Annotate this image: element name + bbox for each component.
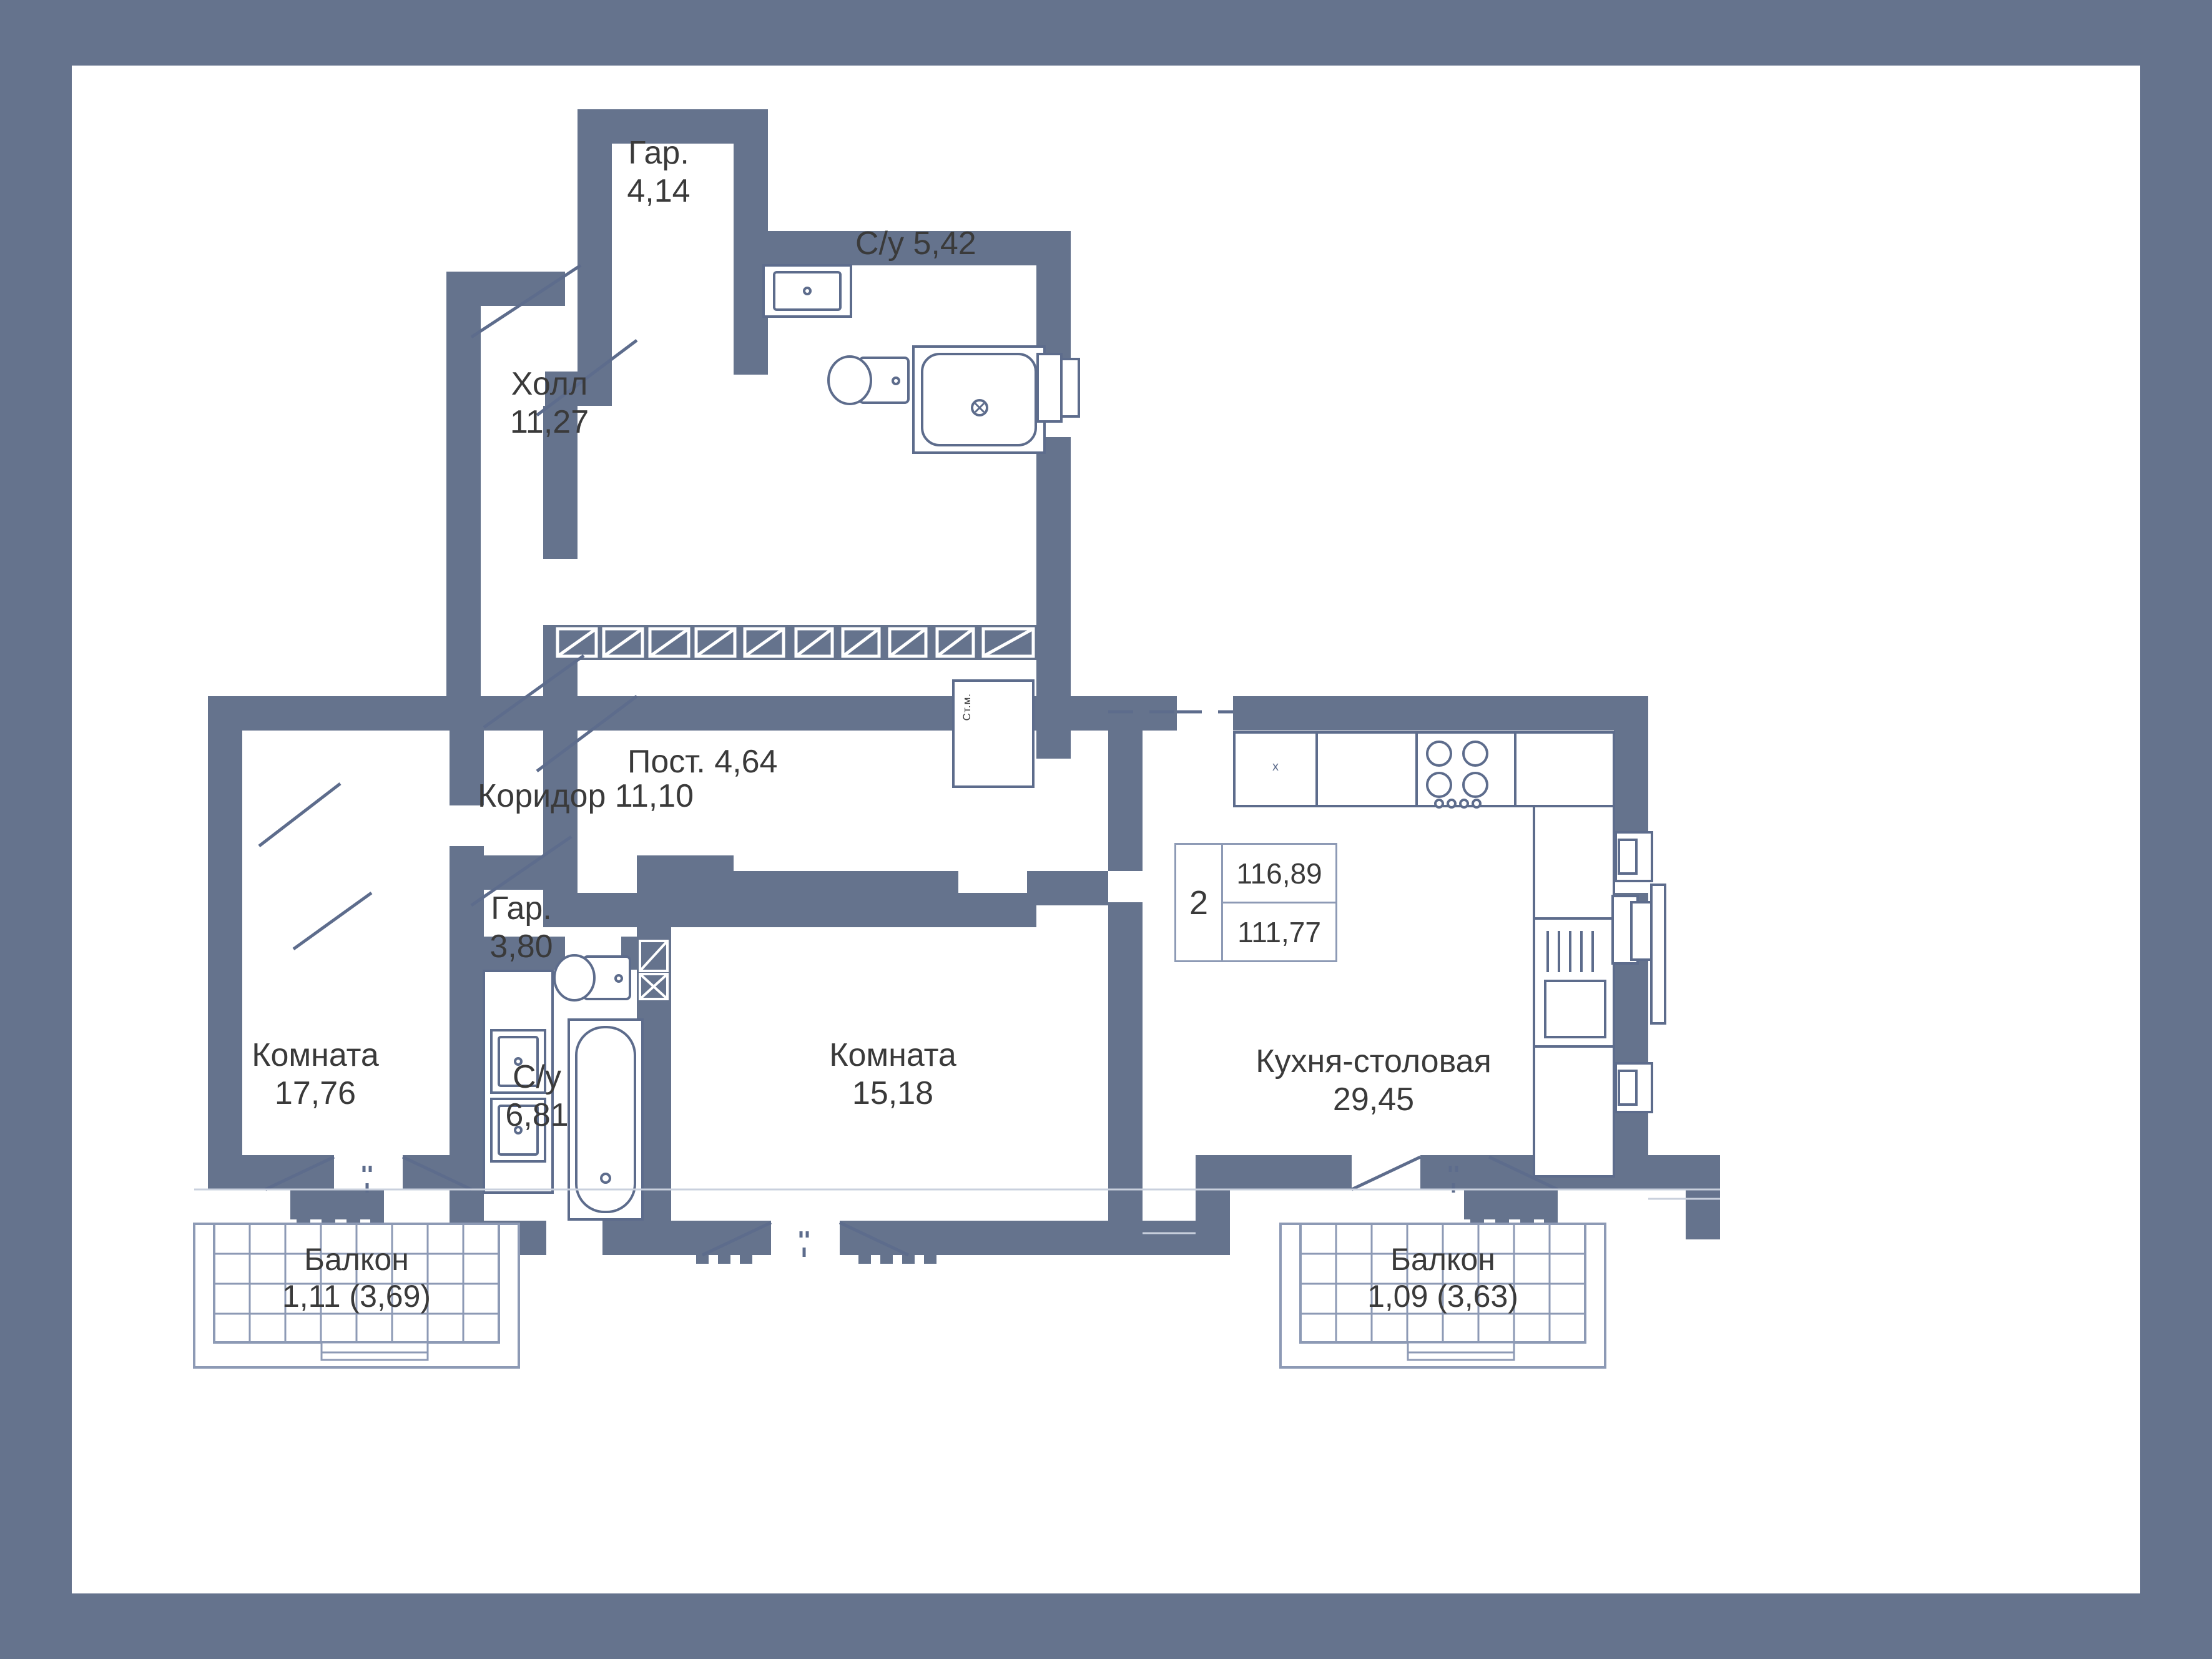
floor-plan-drawing: [72, 66, 2140, 1593]
room-label-garderob-mid: Гар. 3,80: [440, 890, 602, 967]
fridge-label: х: [1272, 760, 1279, 774]
door-swings: [258, 263, 1233, 951]
room-area: 1,09 (3,63): [1367, 1279, 1518, 1314]
bathroom-mid-fixtures: [483, 954, 644, 1221]
construction-lines: [194, 1188, 1720, 1234]
toilet-icon: [827, 355, 910, 405]
bathtub-icon: [912, 345, 1046, 454]
room-label-hall: Холл 11,27: [446, 365, 652, 442]
room-label-garderob-top: Гар. 4,14: [565, 134, 752, 211]
room-label-room-mid: Комната 15,18: [737, 1036, 1049, 1113]
counter-icon: [1315, 731, 1418, 807]
room-area: 17,76: [274, 1075, 356, 1112]
window-kitchen: [1611, 831, 1666, 1113]
windows: [264, 1155, 1559, 1257]
room-label-bathroom-top: С/у 5,42: [855, 225, 976, 262]
floor-plan-canvas: Гар. 4,14 С/у 5,42 Холл 11,27 Пост. 4,64…: [72, 66, 2140, 1593]
room-label-kitchen: Кухня-столовая 29,45: [1167, 1043, 1580, 1120]
room-name: Комната: [829, 1037, 956, 1073]
balcony-right: [1279, 1223, 1606, 1369]
room-name: Балкон: [304, 1242, 409, 1277]
toilet-icon-mid: [553, 954, 631, 1002]
washing-machine-label: Ст.м.: [961, 693, 973, 721]
room-name: Холл: [511, 366, 588, 402]
room-area: 1,11 (3,69): [282, 1279, 431, 1314]
room-name: Гар.: [628, 135, 689, 171]
room-name: Кухня-столовая: [1256, 1043, 1492, 1080]
room-name: Комната: [252, 1037, 379, 1073]
room-name: С/у: [513, 1059, 561, 1095]
room-area: 3,80: [489, 928, 553, 965]
kitchen-sink-icon: [1533, 917, 1615, 1048]
summary-badge: 2 116,89 111,77: [1174, 843, 1337, 962]
washing-machine-icon: [952, 679, 1035, 788]
bathroom-top-fixtures: [762, 264, 1080, 454]
door-jamb-hatch-mid: [639, 940, 669, 1000]
room-name: Гар.: [491, 890, 552, 927]
room-area: 6,81: [505, 1097, 569, 1134]
badge-total-area: 116,89: [1223, 845, 1335, 903]
room-name: Балкон: [1390, 1242, 1495, 1277]
badge-areas: 116,89 111,77: [1223, 845, 1335, 960]
room-area: 11,27: [509, 404, 589, 441]
window-bathroom-top: [1036, 353, 1080, 423]
balcony-left: [193, 1223, 520, 1369]
room-area: 15,18: [852, 1075, 934, 1112]
kitchen-fixtures: [1233, 731, 1666, 1178]
room-label-room-left: Комната 17,76: [178, 1036, 453, 1113]
floor-plan-svg: [193, 109, 1720, 1369]
room-label-bathroom-mid: С/у 6,81: [478, 1058, 596, 1135]
badge-room-count: 2: [1176, 845, 1223, 960]
room-label-corridor: Коридор 11,10: [478, 778, 694, 814]
room-label-balcony-right: Балкон 1,09 (3,63): [1287, 1241, 1599, 1315]
room-area: 4,14: [627, 173, 691, 210]
window-center-ticks: [362, 1166, 1458, 1257]
room-label-balcony-left: Балкон 1,11 (3,69): [200, 1241, 513, 1315]
room-area: 29,45: [1332, 1081, 1415, 1118]
cooktop-icon: [1415, 731, 1516, 809]
bathtub-icon-mid: [568, 1018, 644, 1221]
hatched-partition: [556, 627, 1035, 658]
wall-structure: [208, 109, 1720, 1255]
badge-living-area: 111,77: [1237, 915, 1321, 948]
room-label-post: Пост. 4,64: [627, 744, 778, 780]
